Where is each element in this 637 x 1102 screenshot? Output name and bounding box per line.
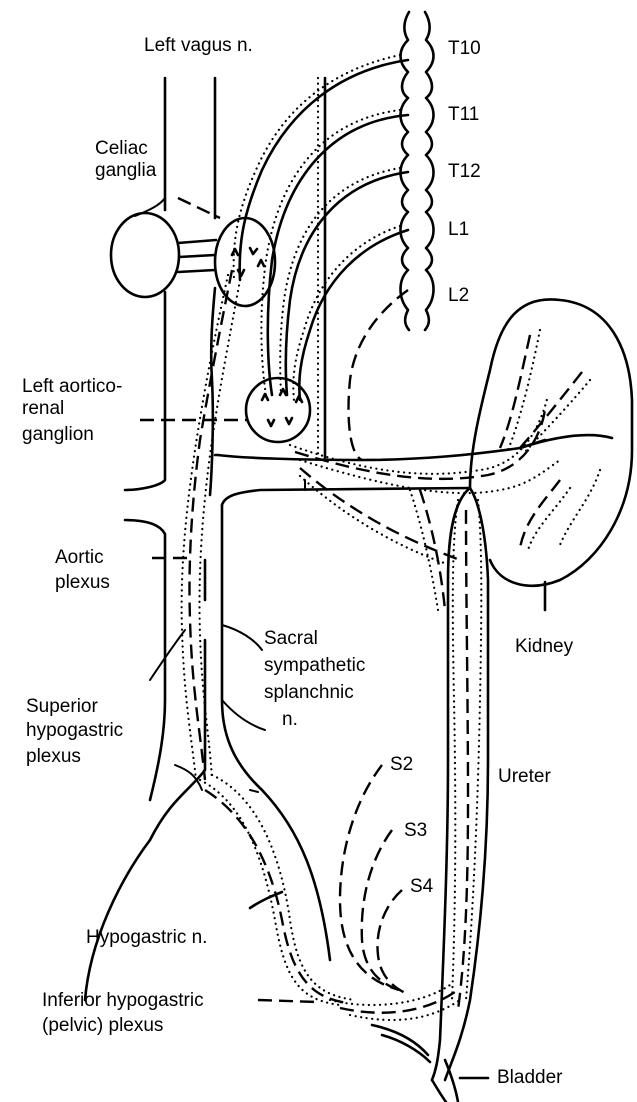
inferior-hypogastric-pointer [258, 1000, 318, 1002]
label-inferior-line-1: Inferior hypogastric [42, 990, 204, 1012]
label-sacral-line-2: sympathetic [264, 655, 365, 677]
label-hypogastric-n: Hypogastric n. [86, 927, 207, 949]
l2-splanchnic [349, 290, 409, 460]
t11-splanchnic [268, 115, 408, 395]
label-aorticorenal-line-2: renal [22, 398, 64, 420]
label-sacral-line-3: splanchnic [264, 682, 354, 704]
label-aorticorenal-line-1: Left aortico- [22, 376, 122, 398]
vagus-continuation [210, 288, 215, 495]
label-ureter: Ureter [498, 766, 551, 788]
label-left-vagus: Left vagus n. [144, 35, 253, 57]
s3-fibre [362, 830, 405, 992]
label-celiac-line-1: Celiac [95, 138, 148, 160]
label-sacral-line-1: Sacral [264, 628, 318, 650]
label-sacral-line-4: n. [282, 709, 298, 731]
left-celiac-ganglion [111, 213, 179, 297]
label-bladder: Bladder [497, 1067, 563, 1089]
label-aorticorenal-line-3: ganglion [22, 424, 94, 446]
label-superior-line-1: Superior [26, 696, 98, 718]
label-l1: L1 [448, 219, 469, 241]
s4-fibre [377, 890, 410, 995]
label-aortic-line-2: plexus [55, 572, 110, 594]
label-t11: T11 [448, 104, 479, 126]
label-superior-line-3: plexus [26, 746, 81, 768]
bladder [372, 1025, 488, 1102]
label-t12: T12 [448, 161, 481, 183]
label-t10: T10 [448, 38, 481, 60]
label-celiac-line-2: ganglia [95, 160, 156, 182]
t12-splanchnic [286, 172, 408, 395]
label-inferior-line-2: (pelvic) plexus [42, 1015, 163, 1037]
celiac-synapse-marks [232, 248, 264, 276]
kidney [470, 299, 632, 610]
aorticorenal-synapse-marks [262, 389, 302, 426]
aorta-wall [125, 520, 165, 800]
label-s2: S2 [390, 754, 413, 776]
label-l2: L2 [448, 285, 469, 307]
label-superior-line-2: hypogastric [26, 720, 123, 742]
label-s4: S4 [410, 876, 433, 898]
label-aortic-line-1: Aortic [55, 547, 104, 569]
label-kidney: Kidney [515, 636, 573, 658]
label-s3: S3 [404, 820, 427, 842]
l1-splanchnic [299, 230, 408, 400]
right-celiac-ganglion [215, 218, 275, 306]
